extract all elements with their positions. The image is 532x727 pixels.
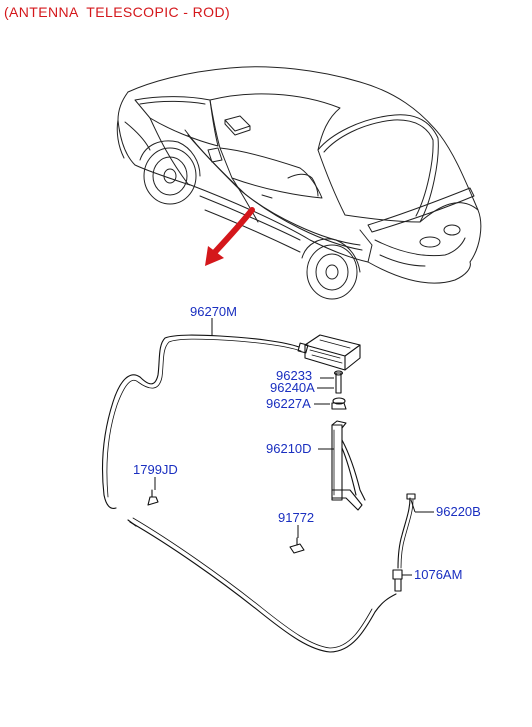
part-label-96220B[interactable]: 96220B xyxy=(436,504,481,519)
location-arrow xyxy=(205,207,255,266)
cable-96220B xyxy=(397,493,416,569)
bolt-96233 xyxy=(333,370,344,394)
part-label-96210D[interactable]: 96210D xyxy=(266,441,312,456)
part-label-91772[interactable]: 91772 xyxy=(278,510,314,525)
diagram-title: (ANTENNA TELESCOPIC - ROD) xyxy=(4,4,231,20)
part-label-1076AM[interactable]: 1076AM xyxy=(414,567,462,582)
cable-96270M xyxy=(101,334,309,509)
lead-cable-bottom xyxy=(127,517,397,653)
part-label-96227A[interactable]: 96227A xyxy=(266,396,311,411)
car-illustration xyxy=(116,66,482,300)
leader-lines xyxy=(154,318,434,576)
clip-1799JD xyxy=(147,489,159,506)
grommet-1076AM xyxy=(392,569,403,592)
clip-91772 xyxy=(289,537,305,554)
part-label-1799JD[interactable]: 1799JD xyxy=(133,462,178,477)
antenna-module-box xyxy=(304,334,361,371)
part-label-96233[interactable]: 96233 xyxy=(276,368,312,383)
part-label-96270M[interactable]: 96270M xyxy=(190,304,237,319)
nut-96227A xyxy=(331,397,347,410)
part-label-96240A[interactable]: 96240A xyxy=(270,380,315,395)
antenna-mast-96210D xyxy=(331,420,366,511)
